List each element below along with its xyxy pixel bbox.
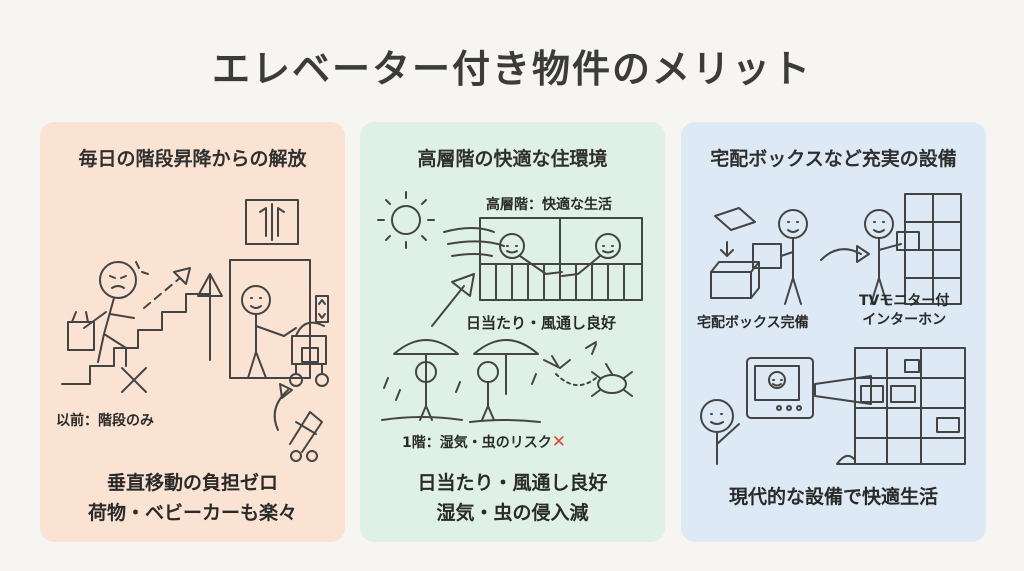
footer-line: 湿気・虫の侵入減 — [436, 502, 589, 524]
elevator-cabin-icon — [229, 259, 329, 379]
high-floor-label: 高層階：快適な生活 — [486, 197, 612, 213]
first-floor-text: 1階：湿気・虫のリスク — [402, 435, 552, 451]
tv-monitor-line: インターホン — [862, 312, 947, 328]
package-icon — [710, 207, 760, 299]
panel-facilities: 宅配ボックスなど充実の設備 — [681, 122, 986, 542]
intercom-icon — [746, 357, 814, 419]
person-icon — [241, 285, 285, 379]
umbrella-icon — [393, 339, 539, 421]
panel-high-floor: 高層階の快適な住環境 — [360, 122, 665, 542]
locker-icon — [904, 193, 962, 305]
balcony-icon — [479, 217, 643, 301]
delivery-box-label: 宅配ボックス完備 — [697, 315, 809, 331]
cross-icon — [121, 367, 147, 393]
stroller-icon — [283, 321, 329, 387]
panel-illustration — [61, 199, 329, 462]
tv-monitor-label: TVモニター付 インターホン — [859, 292, 949, 330]
panel-title: 宅配ボックスなど充実の設備 — [710, 148, 957, 170]
courier-icon — [752, 209, 808, 305]
mosquito-icon — [543, 341, 597, 386]
tv-monitor-line: TVモニター付 — [859, 293, 950, 309]
footer-line: 荷物・ベビーカーも楽々 — [87, 502, 297, 524]
panel-title: 高層階の快適な住環境 — [417, 148, 608, 170]
panel-illustration — [377, 191, 643, 423]
resident-icon — [864, 209, 920, 305]
cross-icon: ✕ — [551, 432, 566, 452]
folded-stroller-icon — [273, 383, 323, 462]
page-title: エレベーター付き物件のメリット — [211, 47, 812, 91]
up-arrow-icon — [197, 273, 223, 361]
sun-icon — [377, 191, 435, 249]
building-icon — [836, 347, 966, 465]
panel-illustration — [700, 193, 966, 465]
tired-person-icon — [67, 261, 149, 367]
sun-wind-label: 日当たり・風通し良好 — [466, 314, 617, 332]
wind-icon — [443, 227, 505, 257]
cockroach-icon — [591, 363, 633, 397]
curved-arrow-icon — [820, 245, 870, 263]
dashed-arrow-icon — [143, 267, 191, 309]
footer-line: 日当たり・風通し良好 — [417, 472, 608, 494]
footer-line: 垂直移動の負担ゼロ — [106, 472, 278, 494]
panel-stairs-freedom: 毎日の階段昇降からの解放 — [40, 122, 345, 542]
rain-icon — [381, 373, 541, 423]
before-label: 以前：階段のみ — [56, 413, 154, 429]
stairs-icon — [61, 275, 211, 385]
relaxing-person-icon — [499, 233, 621, 277]
first-floor-label: 1階：湿気・虫のリスク✕ — [402, 432, 566, 452]
panel-title: 毎日の階段昇降からの解放 — [78, 148, 307, 170]
up-arrow-icon — [431, 273, 475, 327]
footer-line: 現代的な設備で快適生活 — [728, 486, 938, 508]
yellow-beam-icon — [814, 375, 872, 405]
pointing-person-icon — [700, 399, 740, 465]
elevator-icon — [245, 199, 299, 245]
